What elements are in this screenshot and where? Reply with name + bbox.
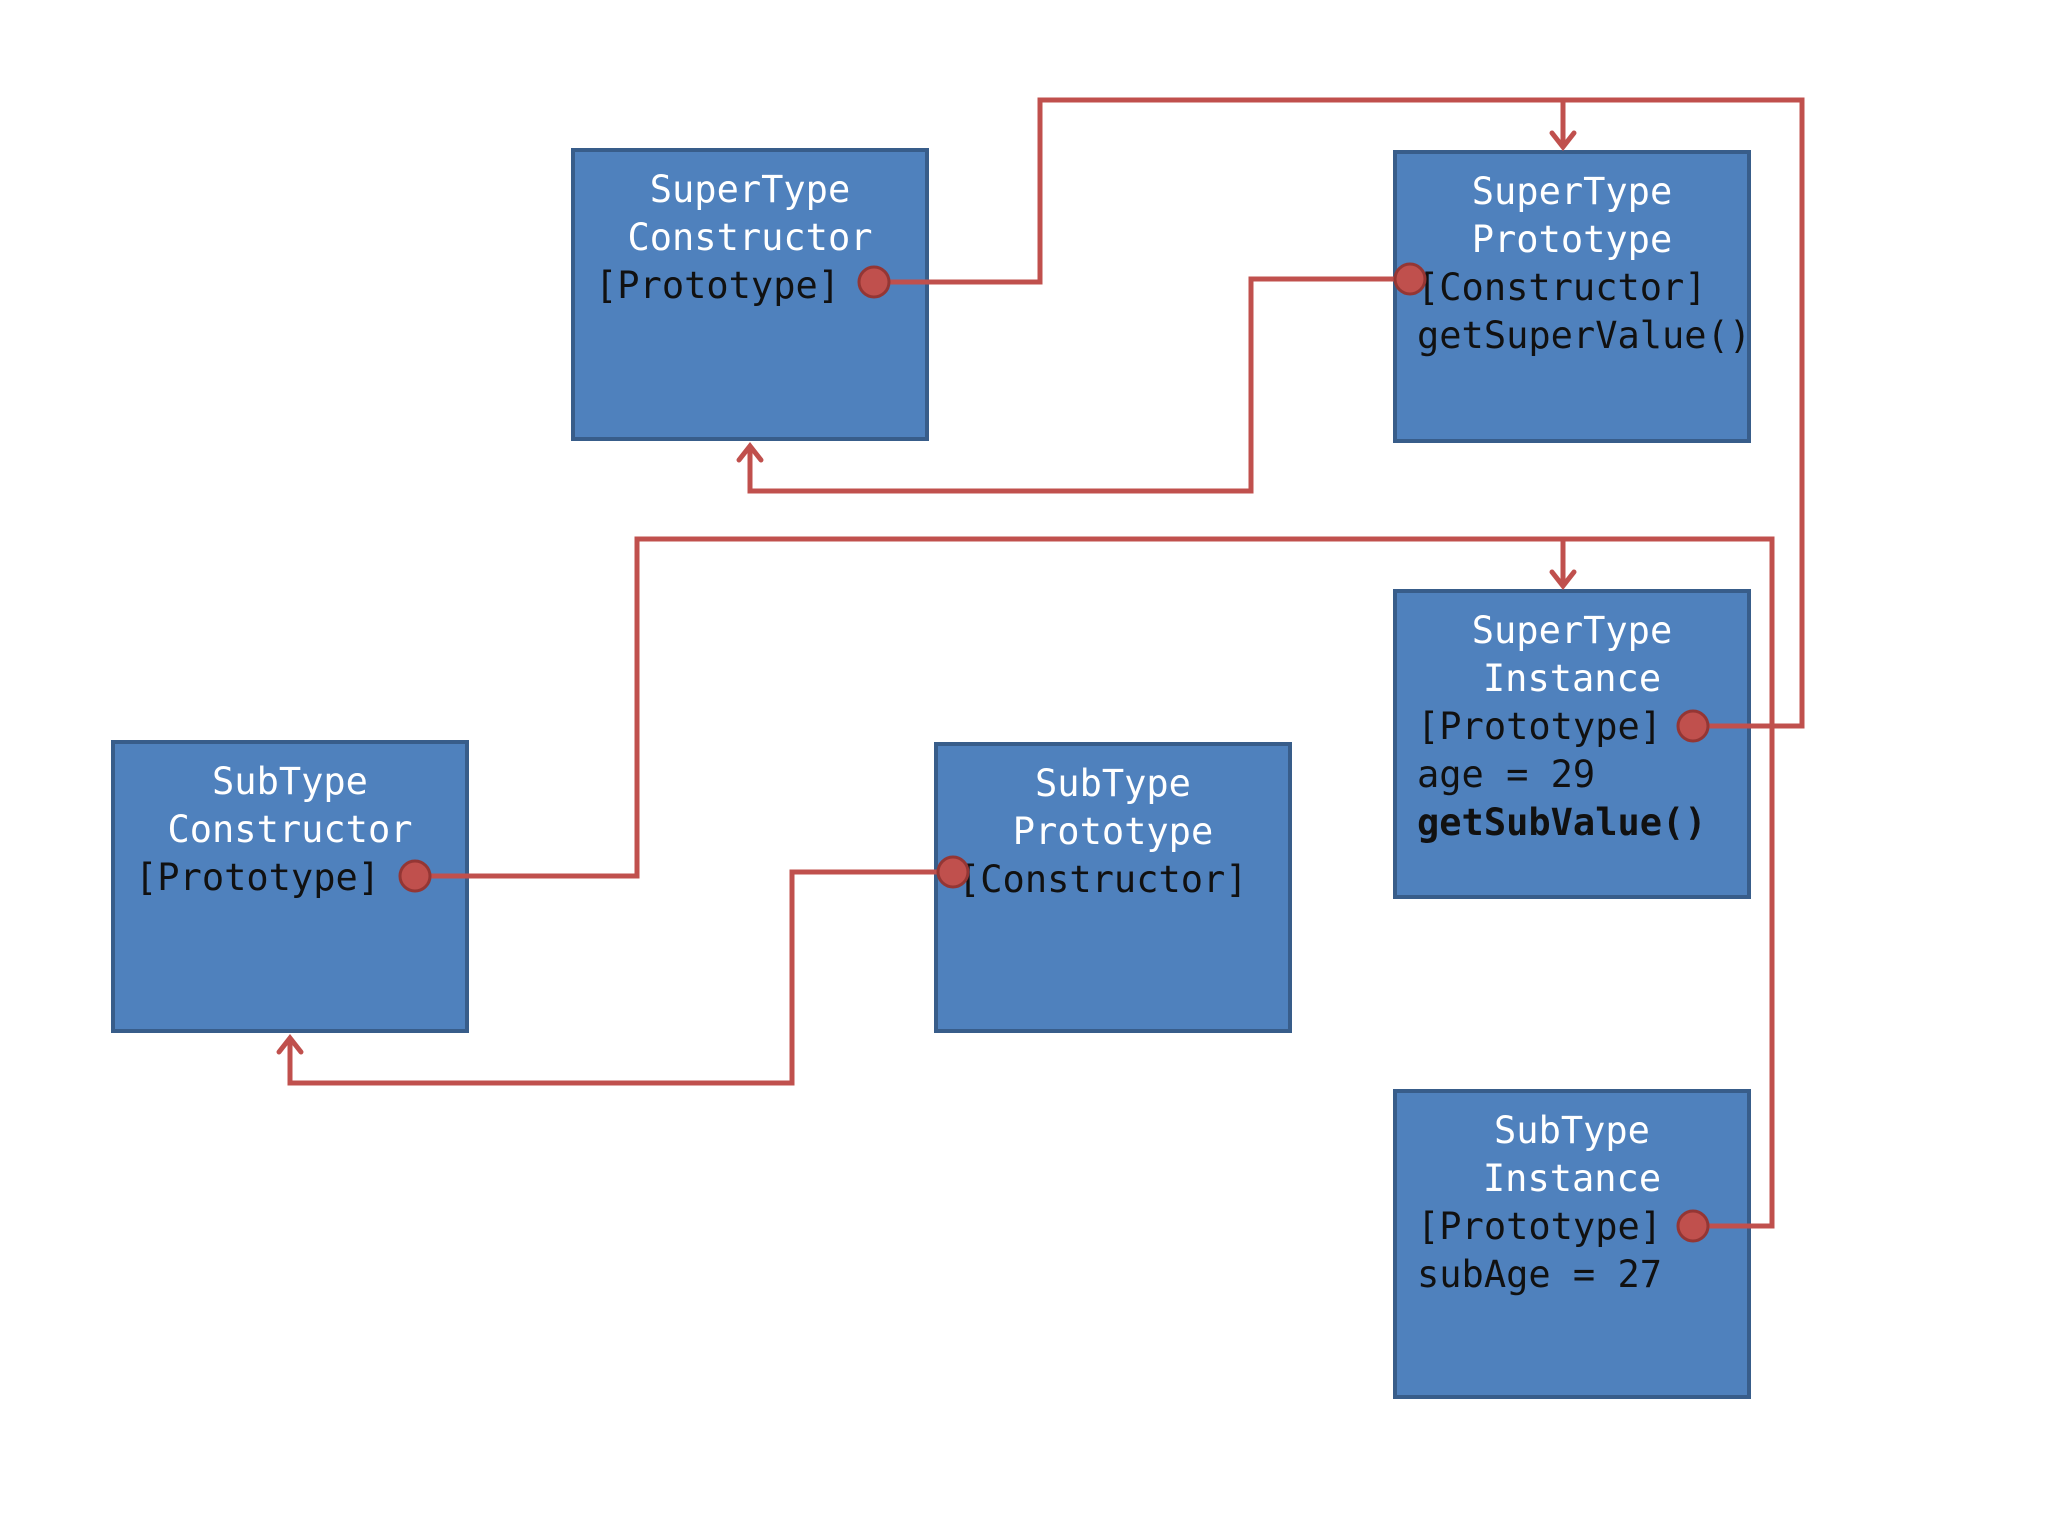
prototype-field: [Prototype] [1417,705,1663,748]
box-title-line: Prototype [1471,218,1673,261]
box-title-line: Constructor [167,808,413,851]
supertype-prototype-box: SuperType Prototype [Constructor] getSup… [1393,150,1751,443]
arrowhead-down-icon [1549,569,1577,591]
method-field: getSuperValue() [1417,314,1752,357]
prototype-field: [Prototype] [135,856,381,899]
box-title-line: Instance [1482,1157,1662,1200]
arrowhead-up-icon [276,1033,304,1055]
box-title-line: SuperType [649,168,851,211]
supertype-constructor-box: SuperType Constructor [Prototype] [571,148,929,441]
subtype-constructor-box: SubType Constructor [Prototype] [111,740,469,1033]
supertype-instance-box: SuperType Instance [Prototype] age = 29 … [1393,589,1751,899]
subage-property: subAge = 27 [1417,1253,1663,1296]
method-field: getSubValue() [1417,801,1707,844]
box-title-line: Constructor [627,216,873,259]
constructor-field: [Constructor] [1417,266,1707,309]
subtype-instance-box: SubType Instance [Prototype] subAge = 27 [1393,1089,1751,1399]
box-title-line: SubType [212,760,368,803]
prototype-field: [Prototype] [1417,1205,1663,1248]
box-title-line: Instance [1482,657,1662,700]
constructor-field: [Constructor] [958,858,1248,901]
arrowhead-down-icon [1549,97,1577,152]
box-title-line: SubType [1494,1109,1650,1152]
arrowhead-up-icon [736,441,764,463]
age-property: age = 29 [1417,753,1596,796]
box-title-line: Prototype [1012,810,1214,853]
box-title-line: SuperType [1471,609,1673,652]
box-title-line: SuperType [1471,170,1673,213]
box-title-line: SubType [1035,762,1191,805]
subtype-prototype-box: SubType Prototype [Constructor] [934,742,1292,1033]
prototype-field: [Prototype] [595,264,841,307]
